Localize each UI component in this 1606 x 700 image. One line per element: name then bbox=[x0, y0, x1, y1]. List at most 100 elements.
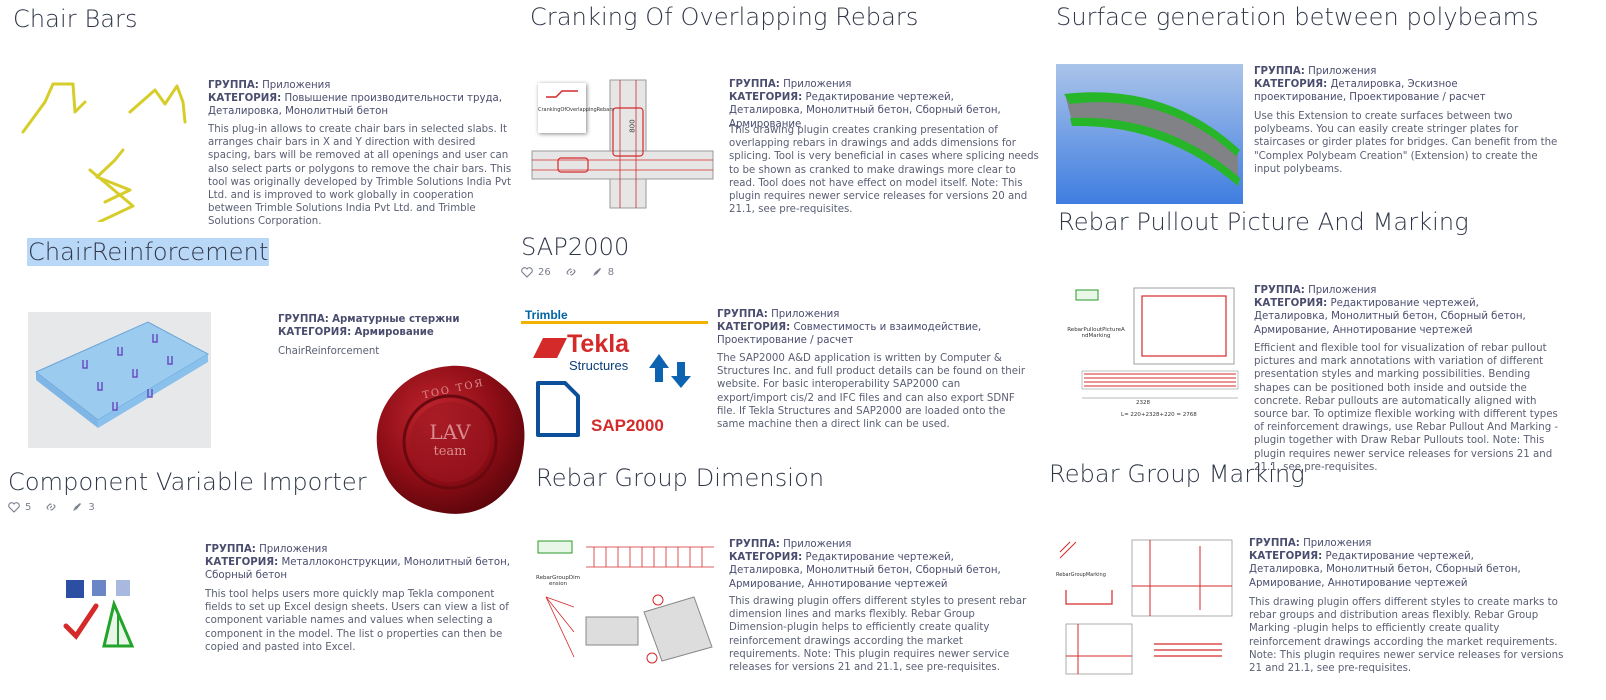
category-value: Повышение производительности труда, Дета… bbox=[208, 93, 503, 118]
rebar-dimension-thumbnail[interactable]: RebarGroupDimension bbox=[534, 537, 719, 665]
category-label: КАТЕГОРИЯ: bbox=[205, 557, 279, 569]
card-stats: 26 8 bbox=[521, 266, 614, 278]
card-meta: ГРУППА: Приложения КАТЕГОРИЯ: Совместимо… bbox=[717, 308, 1029, 348]
rebar-pullout-thumbnail[interactable]: RebarPulloutPictureAndMarking 2328 L= 22… bbox=[1066, 284, 1250, 426]
link-stat[interactable] bbox=[45, 501, 57, 513]
card-description: Efficient and flexible tool for visualiz… bbox=[1254, 343, 1559, 473]
card-title[interactable]: ChairReinforcement bbox=[27, 238, 270, 266]
chair-reinforcement-thumbnail[interactable] bbox=[28, 312, 211, 448]
card-title[interactable]: Rebar Group Marking bbox=[1049, 460, 1305, 488]
group-label: ГРУППА: bbox=[278, 314, 329, 325]
sap2000-thumbnail[interactable]: Trimble Tekla Structures SAP2000 bbox=[521, 306, 708, 442]
card-meta: ГРУППА: Приложения КАТЕГОРИЯ: Редактиров… bbox=[1254, 284, 1554, 337]
card-title[interactable]: Cranking Of Overlapping Rebars bbox=[530, 3, 919, 31]
card-meta: ГРУППА: Приложения КАТЕГОРИЯ: Повышение … bbox=[208, 79, 508, 119]
tekla-mark-icon bbox=[533, 338, 567, 358]
group-value: Приложения bbox=[783, 79, 852, 90]
seal-line1: LAV bbox=[429, 420, 471, 444]
category-value: Редактирование чертежей, Деталировка, Мо… bbox=[1254, 298, 1526, 336]
crank-icon bbox=[546, 90, 578, 98]
thumb-label: RebarGroupDimension bbox=[536, 575, 580, 587]
downloads-count: 3 bbox=[88, 501, 95, 513]
category-label: КАТЕГОРИЯ: bbox=[1254, 79, 1328, 91]
group-label: ГРУППА: bbox=[717, 309, 768, 320]
card-stats: 5 3 bbox=[8, 501, 95, 513]
cranking-icon-box: CrankingOfOverlappingRebars bbox=[538, 83, 614, 133]
link-icon bbox=[566, 268, 576, 276]
group-label: ГРУППА: bbox=[1249, 538, 1300, 549]
likes-count: 26 bbox=[538, 266, 551, 278]
cranking-thumbnail[interactable]: CrankingOfOverlappingRebars 800 bbox=[530, 78, 715, 212]
card-description: This drawing plugin creates cranking pre… bbox=[729, 125, 1039, 216]
rocket-icon bbox=[73, 503, 82, 511]
card-description: This plug-in allows to create chair bars… bbox=[208, 124, 512, 228]
rocket-icon bbox=[592, 268, 601, 276]
group-label: ГРУППА: bbox=[729, 539, 780, 550]
pullout-drawing bbox=[1075, 287, 1239, 399]
group-label: ГРУППА: bbox=[1254, 66, 1305, 77]
group-value: Приложения bbox=[771, 309, 840, 320]
heart-icon bbox=[8, 501, 20, 513]
group-value: Арматурные стержни bbox=[332, 314, 460, 325]
trimble-logo: Trimble bbox=[525, 308, 568, 322]
card-meta: ГРУППА: Приложения КАТЕГОРИЯ: Металлокон… bbox=[205, 543, 511, 583]
card-meta: ГРУППА: Приложения КАТЕГОРИЯ: Редактиров… bbox=[729, 538, 1009, 591]
category-value: Армирование bbox=[354, 327, 434, 339]
rebar-marking-thumbnail[interactable]: RebarGroupMarking bbox=[1054, 536, 1240, 678]
thumb-label: CrankingOfOverlappingRebars bbox=[538, 107, 614, 113]
thumb-label: RebarGroupMarking bbox=[1056, 572, 1106, 578]
structures-logo: Structures bbox=[569, 358, 629, 373]
card-description: This drawing plugin offers different sty… bbox=[729, 596, 1027, 674]
card-meta: ГРУППА: Приложения КАТЕГОРИЯ: Редактиров… bbox=[729, 78, 1009, 131]
category-label: КАТЕГОРИЯ: bbox=[208, 93, 282, 105]
dimension-drawing bbox=[537, 540, 714, 664]
category-label: КАТЕГОРИЯ: bbox=[278, 327, 352, 339]
category-label: КАТЕГОРИЯ: bbox=[1249, 551, 1323, 563]
downloads-stat[interactable]: 8 bbox=[591, 266, 614, 278]
card-description: The SAP2000 A&D application is written b… bbox=[717, 353, 1026, 431]
card-meta: ГРУППА: Арматурные стержни КАТЕГОРИЯ: Ар… bbox=[278, 313, 478, 339]
link-icon bbox=[46, 503, 56, 511]
card-title[interactable]: Component Variable Importer bbox=[8, 468, 367, 496]
thumb-length: 2328 bbox=[1136, 400, 1150, 406]
surface-thumbnail[interactable] bbox=[1056, 64, 1243, 204]
card-title[interactable]: Rebar Pullout Picture And Marking bbox=[1058, 208, 1469, 236]
group-label: ГРУППА: bbox=[729, 79, 780, 90]
card-meta: ГРУППА: Приложения КАТЕГОРИЯ: Редактиров… bbox=[1249, 537, 1539, 590]
category-label: КАТЕГОРИЯ: bbox=[729, 552, 803, 564]
category-value: Деталировка, Эскизное проектирование, Пр… bbox=[1254, 79, 1486, 104]
likes-stat[interactable]: 26 bbox=[521, 267, 551, 278]
card-description: ChairReinforcement bbox=[278, 346, 380, 357]
category-value: Металлоконструкции, Монолитный бетон, Сб… bbox=[205, 557, 510, 582]
card-description: This tool helps users more quickly map T… bbox=[205, 589, 509, 653]
component-importer-thumbnail[interactable] bbox=[60, 574, 140, 654]
heart-icon bbox=[521, 266, 533, 278]
likes-stat[interactable]: 5 bbox=[8, 502, 31, 513]
category-value: Редактирование чертежей, Деталировка, Мо… bbox=[729, 552, 1001, 590]
group-value: Приложения bbox=[783, 539, 852, 550]
sync-arrows-icon bbox=[649, 354, 691, 388]
card-meta: ГРУППА: Приложения КАТЕГОРИЯ: Деталировк… bbox=[1254, 65, 1534, 105]
category-value: Редактирование чертежей, Деталировка, Мо… bbox=[1249, 551, 1521, 589]
card-title[interactable]: SAP2000 bbox=[521, 233, 630, 261]
group-value: Приложения bbox=[1308, 66, 1377, 77]
seal-line2: team bbox=[433, 444, 467, 459]
thumb-dimension: 800 bbox=[628, 119, 637, 133]
category-label: КАТЕГОРИЯ: bbox=[1254, 298, 1328, 310]
group-label: ГРУППА: bbox=[205, 544, 256, 555]
file-icon bbox=[536, 381, 580, 437]
link-stat[interactable] bbox=[565, 266, 577, 278]
thumb-label: RebarPulloutPictureAndMarking bbox=[1067, 327, 1125, 339]
card-title[interactable]: Surface generation between polybeams bbox=[1056, 3, 1539, 31]
card-title[interactable]: Rebar Group Dimension bbox=[536, 464, 825, 492]
card-title[interactable]: Chair Bars bbox=[13, 5, 138, 33]
thumb-formula: L= 220+2328+220 = 2768 bbox=[1121, 412, 1197, 418]
downloads-stat[interactable]: 3 bbox=[71, 501, 95, 513]
group-label: ГРУППА: bbox=[208, 80, 259, 91]
marking-drawing bbox=[1059, 539, 1233, 675]
likes-count: 5 bbox=[25, 501, 32, 513]
card-description: Use this Extension to create surfaces be… bbox=[1254, 111, 1558, 175]
cranking-drawing bbox=[531, 79, 714, 209]
category-value: Редактирование чертежей, Деталировка, Мо… bbox=[729, 92, 1001, 130]
chair-bars-thumbnail[interactable] bbox=[15, 72, 195, 222]
